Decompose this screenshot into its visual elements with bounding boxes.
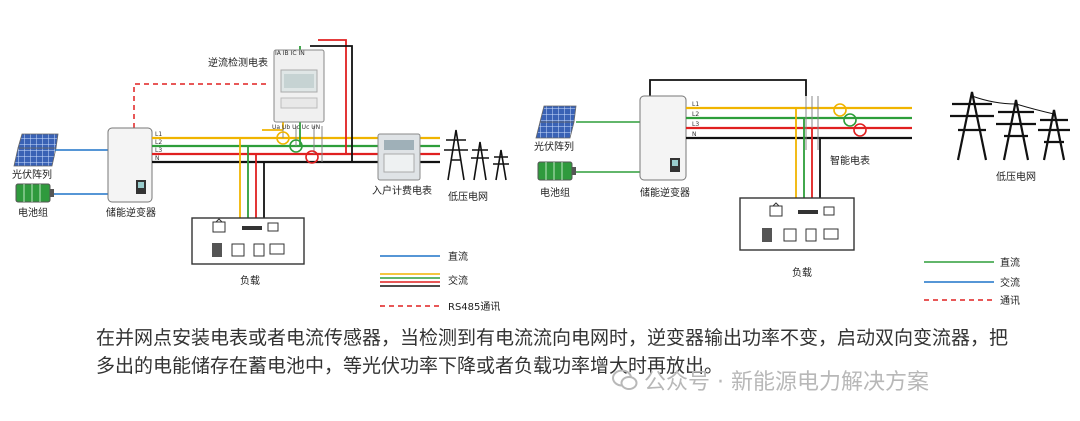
ct-meter-label: 逆流检测电表 <box>208 56 268 69</box>
left-load-wires <box>239 138 265 218</box>
right-battery-icon <box>537 161 576 181</box>
right-pv-label: 光伏阵列 <box>534 140 574 153</box>
left-legend <box>380 255 440 307</box>
smart-meter-label: 智能电表 <box>830 154 870 167</box>
left-legend-ac: 交流 <box>448 274 468 287</box>
left-inverter-label: 储能逆变器 <box>106 206 156 219</box>
left-grid-label: 低压电网 <box>448 190 488 203</box>
watermark: 公众号 · 新能源电力解决方案 <box>612 364 929 396</box>
left-battery-label: 电池组 <box>18 206 48 219</box>
right-inverter-label: 储能逆变器 <box>640 186 690 199</box>
right-line-label-l2: L2 <box>692 111 699 118</box>
watermark-text: 公众号 · 新能源电力解决方案 <box>644 370 929 395</box>
right-pv-array-icon <box>535 105 577 139</box>
left-legend-comm: RS485通讯 <box>448 301 500 313</box>
ct-meter-terminals: IA IB IC IN <box>275 50 305 57</box>
house-meter-icon <box>377 133 421 181</box>
left-diagram: 光伏阵列 电池组 储能逆变器 L1 L2 L3 N <box>12 39 509 313</box>
right-line-label-n: N <box>692 131 697 138</box>
right-grid-pylon-icon <box>950 91 1070 161</box>
right-legend-comm: 通讯 <box>1000 295 1020 307</box>
right-line-label-l1: L1 <box>692 101 699 108</box>
right-comm-line <box>649 79 807 96</box>
right-load-label: 负载 <box>792 266 812 279</box>
smart-meter-ct-rings <box>833 103 867 137</box>
right-legend <box>924 261 994 301</box>
ct-meter-bottom-terminals: Ua Ub Uc Uc UN <box>272 124 320 131</box>
wechat-icon <box>612 369 638 390</box>
right-legend-ac: 交流 <box>1000 276 1020 289</box>
right-ac-bus <box>686 106 912 140</box>
left-line-label-l1: L1 <box>155 131 162 138</box>
left-line-label-n: N <box>155 155 160 162</box>
left-inverter-icon <box>107 127 153 203</box>
right-battery-label: 电池组 <box>540 186 570 199</box>
right-load-wires <box>795 108 821 198</box>
house-meter-label: 入户计费电表 <box>372 184 432 197</box>
right-legend-dc: 直流 <box>1000 256 1020 269</box>
battery-icon <box>15 183 54 203</box>
right-diagram: 光伏阵列 电池组 储能逆变器 L1 L2 L3 N <box>534 79 1070 307</box>
left-line-label-l2: L2 <box>155 139 162 146</box>
caption-text: 在并网点安装电表或者电流传感器，当检测到有电流流向电网时，逆变器输出功率不变，启… <box>96 327 1009 377</box>
right-grid-label: 低压电网 <box>996 170 1036 183</box>
left-grid-pylon-icon <box>444 129 509 181</box>
right-line-label-l3: L3 <box>692 121 699 128</box>
left-legend-dc: 直流 <box>448 250 468 263</box>
left-line-label-l3: L3 <box>155 147 162 154</box>
ct-meter-icon <box>273 49 325 123</box>
right-load-box <box>739 197 855 251</box>
right-inverter-icon <box>639 95 687 181</box>
left-pv-label: 光伏阵列 <box>12 168 52 181</box>
pv-array-icon <box>13 133 59 167</box>
left-load-label: 负载 <box>240 274 260 287</box>
rs485-comm-line <box>133 83 270 128</box>
left-load-box <box>191 217 305 265</box>
ct-sensor-rings <box>276 131 319 164</box>
